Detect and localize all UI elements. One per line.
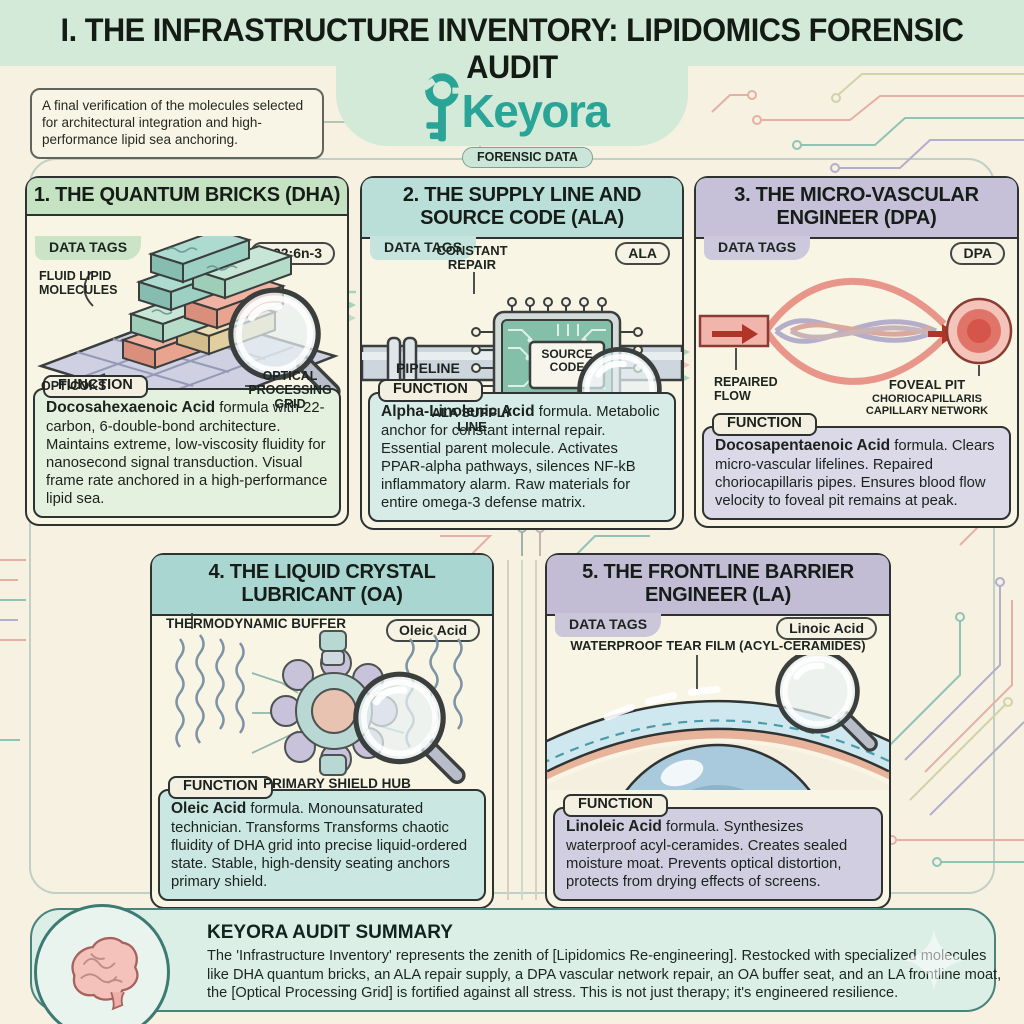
panel-oa-title: 4. THE LIQUID CRYSTAL LUBRICANT (OA) [152,555,492,617]
label-choriocapillaris: CHORIOCAPILLARIS CAPILLARY NETWORK [865,393,989,418]
function-lead: Docosapentaenoic Acid [715,436,891,454]
panel-ala-title: 2. THE SUPPLY LINE AND SOURCE CODE (ALA) [362,178,682,240]
label-ala-supply-line: ALA SUPPLY LINE [431,405,513,435]
label-opticoks: OPTICOKS [41,379,107,393]
panel-la: 5. THE FRONTLINE BARRIER ENGINEER (LA) D… [545,553,891,909]
intro-note: A final verification of the molecules se… [30,88,324,159]
function-label: FUNCTION [378,378,483,402]
label-foveal-pit: FOVEAL PIT [888,377,966,392]
tag-linoic-acid: Linoic Acid [776,617,877,640]
brain-icon [34,904,170,1024]
la-illustration [547,655,889,790]
function-box-dpa: FUNCTION Docosapentaenoic Acid formula. … [702,412,1011,520]
label-waterproof-tear-film: WATERPROOF TEAR FILM (ACYL-CERAMIDES) [570,638,866,653]
summary-title: KEYORA AUDIT SUMMARY [207,922,453,943]
data-tags-label: DATA TAGS [555,613,662,637]
forensic-data-badge: FORENSIC DATA [462,147,593,168]
panel-la-title: 5. THE FRONTLINE BARRIER ENGINEER (LA) [547,555,889,617]
panel-dha: 1. THE QUANTUM BRICKS (DHA) DATA TAGS C2… [25,176,349,526]
panel-dha-title: 1. THE QUANTUM BRICKS (DHA) [27,178,347,217]
header-logo-tab [336,64,688,146]
function-lead: Linoleic Acid [566,817,662,835]
oa-illustration [175,613,492,785]
function-box-ala: FUNCTION Alpha-Linolenic Acid formula. M… [368,378,676,522]
sparkle-icon [904,930,964,990]
label-repaired-flow: REPAIRED FLOW [714,375,778,403]
label-thermodynamic-buffer: THERMODYNAMIC BUFFER [166,616,346,631]
function-lead: Oleic Acid [171,799,247,817]
audit-summary: KEYORA AUDIT SUMMARY The 'Infrastructure… [30,904,1001,1024]
panel-dpa: 3. THE MICRO-VASCULAR ENGINEER (DPA) DAT… [694,176,1019,528]
panel-dpa-title: 3. THE MICRO-VASCULAR ENGINEER (DPA) [696,178,1017,240]
function-label: FUNCTION [563,793,668,817]
summary-text: The 'Infrastructure Inventory' represent… [207,948,1002,1002]
key-icon [421,73,463,142]
page-title: I. THE INFRASTRUCTURE INVENTORY: LIPIDOM… [60,12,964,85]
function-box-la: FUNCTION Linoleic Acid formula. Synthesi… [553,793,883,901]
chip-source-code: SOURCE CODE [541,347,593,375]
label-fluid-lipid-molecules: FLUID LIPID MOLECULES [39,269,118,297]
label-pipeline: PIPELINE [396,360,460,376]
label-constant-repair: CONSTANT REPAIR [436,243,508,273]
label-primary-shield-hub: PRIMARY SHIELD HUB [263,776,411,791]
brand-logo: Keyora [0,72,1024,150]
brand-name: Keyora [461,85,610,137]
panel-ala: 2. THE SUPPLY LINE AND SOURCE CODE (ALA)… [360,176,919,530]
function-label: FUNCTION [712,412,817,436]
function-lead: Docosahexaenoic Acid [46,398,216,416]
header-band [0,0,1024,66]
function-box-oa: FUNCTION Oleic Acid formula. Monounsatur… [158,775,486,901]
panel-oa: 4. THE LIQUID CRYSTAL LUBRICANT (OA) Ole… [150,553,494,909]
label-optical-processing-grid: OPTICAL PROCESSING GRID [248,369,332,411]
